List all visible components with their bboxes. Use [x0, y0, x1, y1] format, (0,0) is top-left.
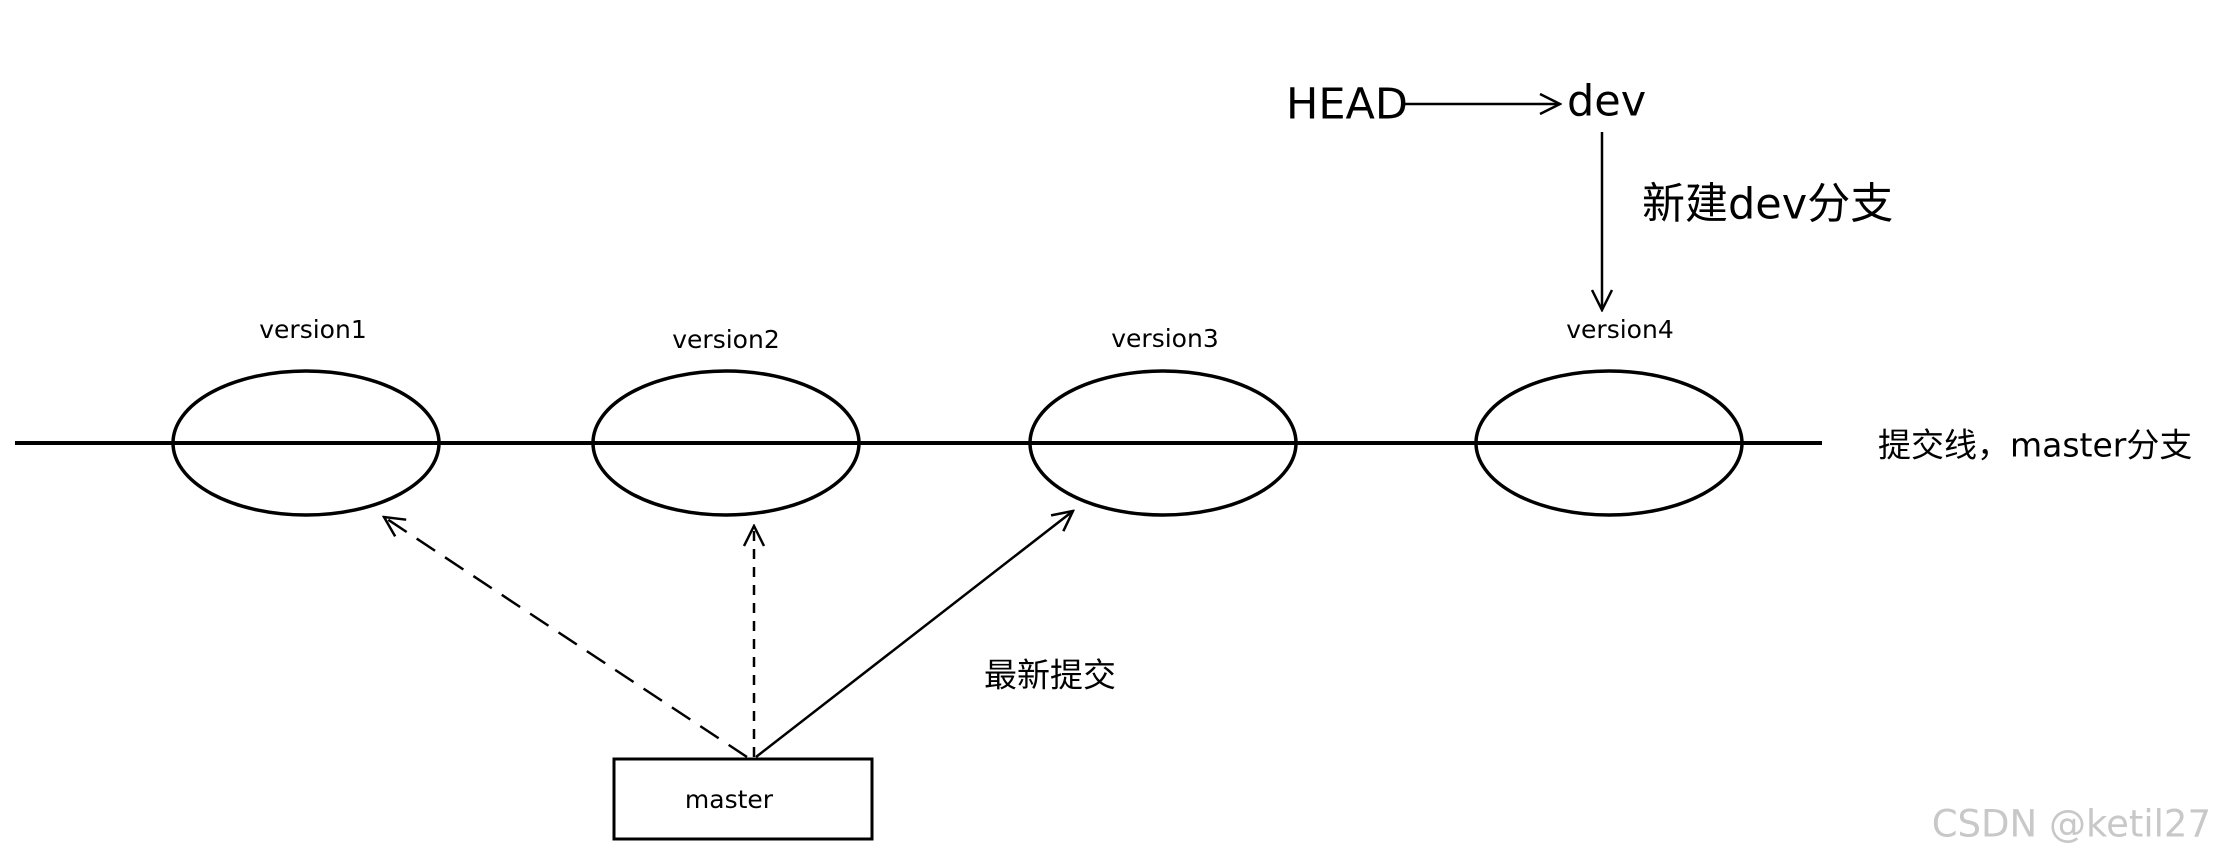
- master-to-version3-arrow: [755, 511, 1073, 758]
- watermark: CSDN @ketil27: [1932, 803, 2211, 846]
- latest-commit-label: 最新提交: [984, 656, 1116, 695]
- dev-branch-label: dev: [1567, 77, 1646, 127]
- commit-node-version4: [1474, 369, 1744, 517]
- master-to-version1-dashed-arrow: [384, 517, 748, 759]
- commit-node-version3: [1028, 369, 1298, 517]
- commit-line-label: 提交线，master分支: [1878, 426, 2192, 465]
- commit-node-version2: [591, 369, 861, 517]
- commit-label-version1: version1: [259, 315, 366, 344]
- new-dev-branch-label: 新建dev分支: [1642, 180, 1893, 230]
- commit-label-version2: version2: [672, 325, 779, 354]
- commit-node-version1: [171, 369, 441, 517]
- commit-label-version3: version3: [1111, 324, 1218, 353]
- commit-label-version4: version4: [1566, 315, 1673, 344]
- master-branch-box: [612, 757, 874, 841]
- head-pointer-label: HEAD: [1286, 80, 1408, 130]
- master-branch-label: master: [685, 785, 774, 814]
